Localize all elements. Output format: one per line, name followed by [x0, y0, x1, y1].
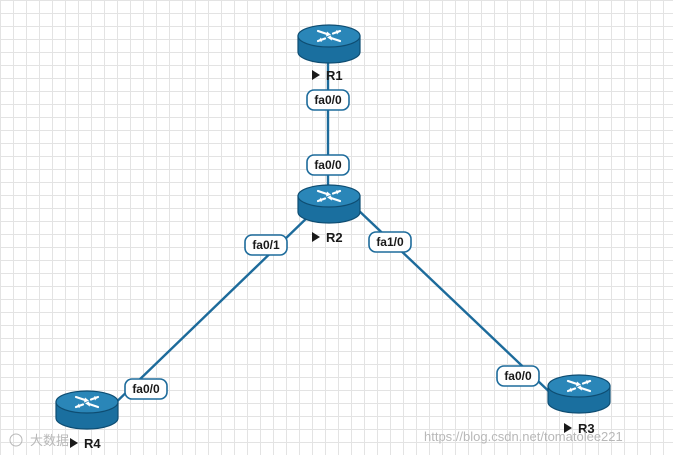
router-label-r1: R1	[312, 68, 343, 83]
port-label-r2-fa0-0[interactable]: fa0/0	[306, 154, 350, 176]
play-triangle-icon	[564, 423, 572, 433]
router-name: R2	[326, 230, 343, 245]
router-icon	[296, 24, 362, 65]
play-triangle-icon	[312, 232, 320, 242]
router-label-r2: R2	[312, 230, 343, 245]
router-icon	[546, 374, 612, 415]
router-r3[interactable]	[546, 374, 612, 415]
port-label-r4-fa0-0[interactable]: fa0/0	[124, 378, 168, 400]
port-name: fa0/0	[314, 158, 342, 172]
port-label-r3-fa0-0[interactable]: fa0/0	[496, 365, 540, 387]
port-name: fa0/0	[314, 93, 342, 107]
watermark-url: https://blog.csdn.net/tomatolee221	[424, 429, 623, 444]
router-icon	[54, 390, 120, 431]
router-icon	[296, 184, 362, 225]
router-r2[interactable]	[296, 184, 362, 225]
port-name: fa0/1	[252, 238, 280, 252]
copyright-icon	[9, 433, 23, 447]
port-name: fa0/0	[132, 382, 160, 396]
router-r4[interactable]	[54, 390, 120, 431]
router-r1[interactable]	[296, 24, 362, 65]
watermark-left-text: 大数据	[30, 433, 69, 448]
router-name: R1	[326, 68, 343, 83]
router-label-r4: R4	[70, 436, 101, 451]
port-name: fa1/0	[376, 235, 404, 249]
router-label-r3: R3	[564, 421, 595, 436]
play-triangle-icon	[312, 70, 320, 80]
port-label-r2-fa1-0[interactable]: fa1/0	[368, 231, 412, 253]
router-name: R4	[84, 436, 101, 451]
port-label-r2-fa0-1[interactable]: fa0/1	[244, 234, 288, 256]
router-name: R3	[578, 421, 595, 436]
watermark-left: 大数据	[9, 433, 69, 448]
port-name: fa0/0	[504, 369, 532, 383]
port-label-r1-fa0-0[interactable]: fa0/0	[306, 89, 350, 111]
play-triangle-icon	[70, 438, 78, 448]
